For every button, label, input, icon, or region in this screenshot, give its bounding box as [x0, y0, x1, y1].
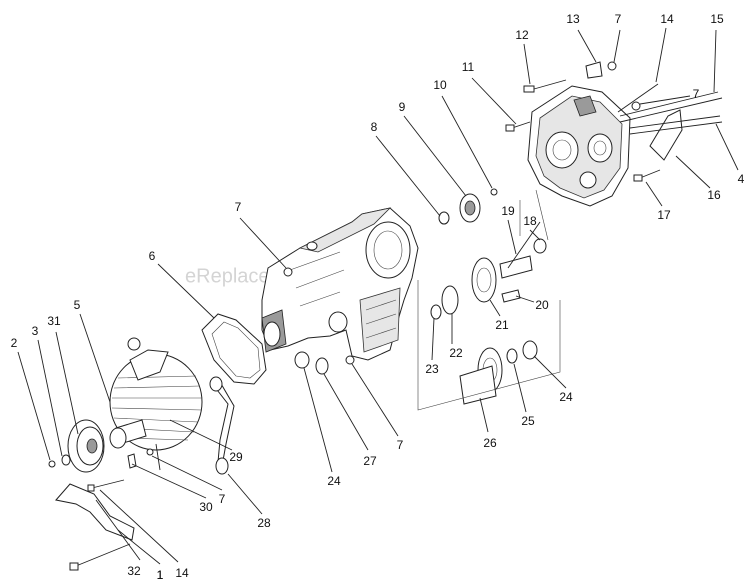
callout-label: 24	[559, 390, 573, 404]
callout-label: 29	[229, 450, 243, 464]
leader-lines	[17, 27, 739, 565]
callout-label: 32	[127, 564, 141, 578]
callout-label: 7	[235, 200, 242, 214]
nut-part	[607, 61, 617, 71]
side-cover-plate	[527, 85, 631, 207]
callout-label: 27	[363, 454, 377, 468]
long-bolt	[75, 543, 131, 567]
fitting-part	[315, 357, 329, 375]
callout-label: 25	[521, 414, 535, 428]
callout-label: 23	[425, 362, 439, 376]
nut-part	[631, 101, 641, 111]
callout-label: 19	[501, 204, 515, 218]
callout-label: 6	[149, 249, 156, 263]
bushing-part	[294, 351, 310, 369]
callout-label: 7	[693, 87, 700, 101]
callout-label: 14	[660, 12, 674, 26]
callout-label: 20	[535, 298, 549, 312]
clip-part	[585, 61, 603, 79]
nut-part	[345, 355, 355, 365]
callout-label: 22	[449, 346, 463, 360]
callout-label: 12	[515, 28, 529, 42]
bracket-part	[649, 109, 683, 161]
callout-label: 10	[433, 78, 447, 92]
callout-label: 16	[707, 188, 721, 202]
mount-bracket	[55, 483, 135, 541]
callout-label: 4	[738, 172, 745, 186]
callout-label: 2	[11, 336, 18, 350]
callout-label: 7	[397, 438, 404, 452]
callout-label: 30	[199, 500, 213, 514]
callout-label: 1	[157, 568, 164, 582]
callout-label: 17	[657, 208, 671, 222]
callout-label: 11	[462, 60, 475, 74]
bolts-right	[505, 79, 723, 182]
callout-label: 21	[495, 318, 509, 332]
callout-label: 7	[219, 492, 226, 506]
callout-label: 9	[399, 100, 406, 114]
callout-label: 28	[257, 516, 271, 530]
gasket-part	[201, 313, 267, 385]
callout-label: 31	[47, 314, 61, 328]
callout-label: 14	[175, 566, 189, 580]
callout-label: 13	[566, 12, 580, 26]
callout-label: 1	[157, 568, 164, 582]
callout-label: 3	[32, 324, 39, 338]
alignment-lines	[417, 189, 561, 411]
callout-label: 26	[483, 436, 497, 450]
gear-train	[430, 188, 547, 405]
nut-part	[283, 267, 293, 277]
callout-label: 18	[523, 214, 537, 228]
callout-label: 7	[615, 12, 622, 26]
pump-assembly	[109, 337, 203, 471]
pulley-part	[48, 419, 105, 473]
callout-label: 8	[371, 120, 378, 134]
callout-label: 15	[710, 12, 724, 26]
gear-case-housing	[261, 207, 419, 361]
callout-label: 5	[74, 298, 81, 312]
callout-label: 24	[327, 474, 341, 488]
callout-labels: 2 3 31 5 1 6 7 8 9 10 11 12 13 7 14 15 7…	[11, 12, 745, 582]
